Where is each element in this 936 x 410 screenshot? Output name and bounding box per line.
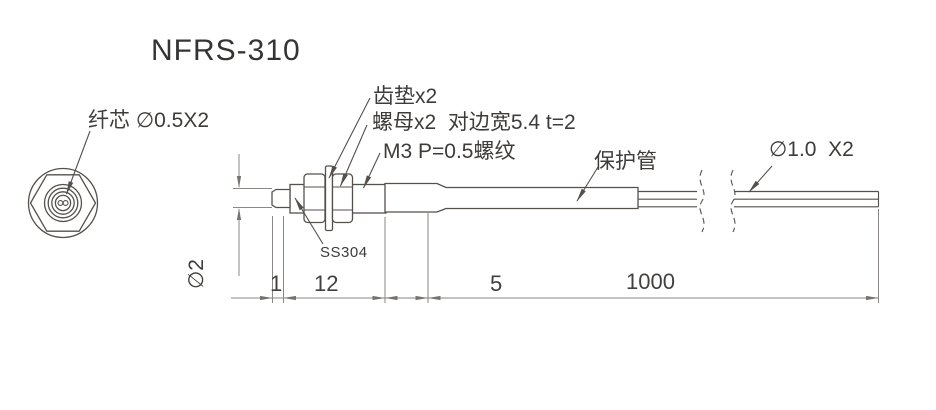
sensor-tip bbox=[271, 188, 291, 209]
extension-lines bbox=[272, 209, 879, 303]
front-view bbox=[27, 167, 99, 239]
leader-tube bbox=[576, 166, 599, 202]
leader-fiber-core bbox=[65, 130, 91, 195]
leader-cable bbox=[748, 165, 773, 193]
material-label: SS304 bbox=[320, 244, 368, 261]
break-line-right bbox=[730, 169, 736, 233]
drawing-title: NFRS-310 bbox=[151, 34, 301, 67]
break-line-left bbox=[699, 169, 705, 233]
cable-label: ∅1.0 X2 bbox=[769, 138, 854, 161]
dim-tip-length: 1 bbox=[270, 271, 283, 296]
fiber-core-label: 纤芯 ∅0.5X2 bbox=[88, 109, 210, 132]
leader-nut bbox=[339, 124, 368, 187]
dim-body-length: 5 bbox=[490, 271, 503, 296]
leader-washer bbox=[328, 97, 371, 179]
hex-nut-1 bbox=[303, 173, 326, 224]
dim-thread-length: 12 bbox=[314, 271, 339, 296]
tip-diameter-label: ∅2 bbox=[185, 259, 208, 289]
leader-thread bbox=[363, 152, 381, 189]
dimension-arrows bbox=[236, 176, 879, 301]
front-outer-circle bbox=[27, 167, 99, 239]
leader-lines bbox=[65, 97, 773, 245]
front-ring-3 bbox=[51, 191, 75, 215]
side-view bbox=[271, 165, 880, 233]
leader-material bbox=[294, 197, 324, 245]
washer-label: 齿垫x2 bbox=[373, 85, 438, 108]
nut-label: 螺母x2 对边宽5.4 t=2 bbox=[372, 111, 576, 134]
front-hex-nut bbox=[29, 174, 97, 232]
fiber-cable bbox=[638, 190, 880, 208]
tooth-washer bbox=[324, 165, 334, 232]
dim-cable-length: 1000 bbox=[626, 269, 675, 294]
dia2-extension-ticks bbox=[233, 188, 272, 208]
front-ring-4 bbox=[54, 194, 72, 212]
body-and-tube-outline bbox=[384, 182, 639, 213]
tube-label: 保护管 bbox=[594, 150, 657, 173]
thread-label: M3 P=0.5螺纹 bbox=[383, 140, 516, 163]
front-ring-1 bbox=[43, 183, 83, 223]
nut-facet-lines bbox=[304, 186, 352, 211]
fiber-core-right bbox=[62, 200, 69, 206]
front-ring-2 bbox=[47, 187, 79, 219]
fiber-core-left bbox=[57, 200, 64, 206]
